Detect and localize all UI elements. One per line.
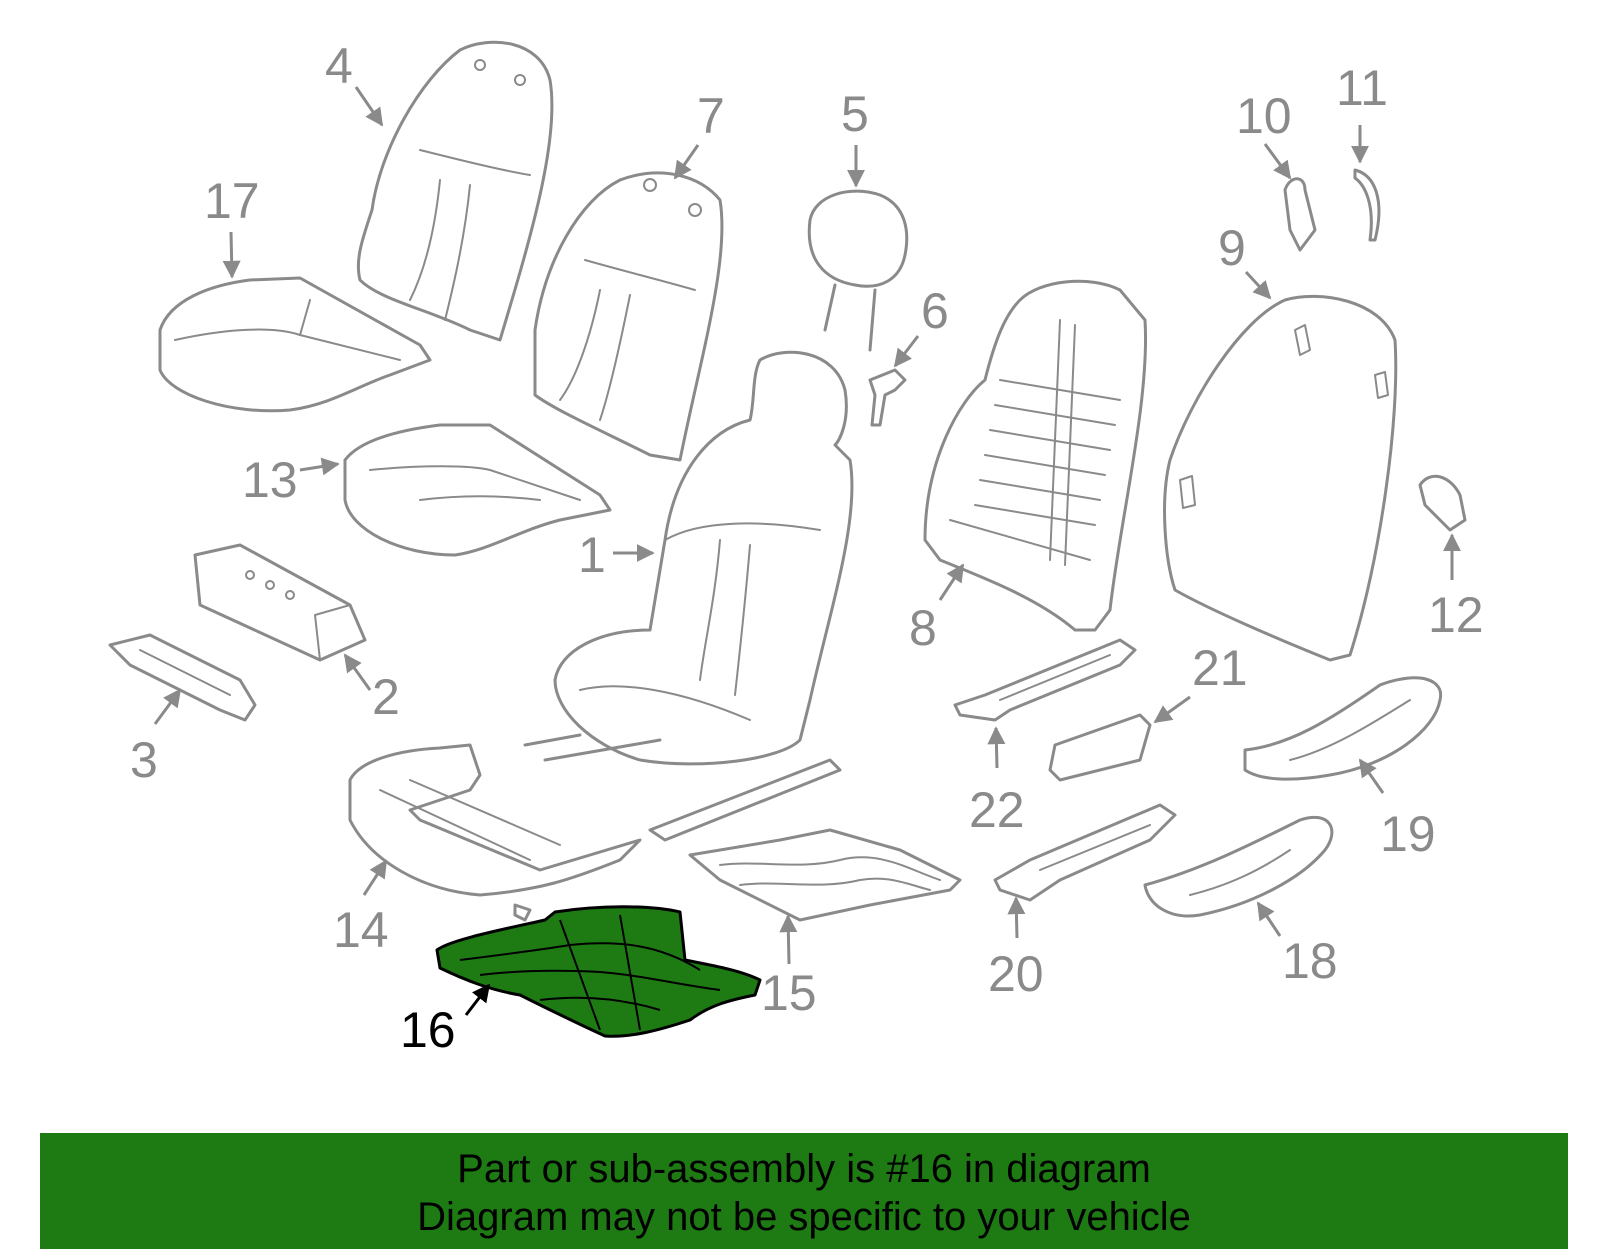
callout-21: 21 [1192, 640, 1248, 696]
part-10-trim-cap[interactable] [1283, 177, 1317, 252]
callout-20: 20 [988, 946, 1044, 1002]
callout-22: 22 [969, 782, 1025, 838]
part-22-rail-mechanism[interactable] [953, 638, 1137, 722]
callout-5: 5 [841, 86, 869, 142]
part-7-backrest-pad[interactable] [533, 171, 724, 462]
callout-2: 2 [372, 669, 400, 725]
callout-18: 18 [1282, 933, 1338, 989]
callout-labels: 1 2 3 4 5 6 7 8 9 10 11 12 13 14 15 16 1… [130, 38, 1484, 1058]
part-11-trim-strip[interactable] [1353, 168, 1381, 242]
part-9-back-panel[interactable] [1163, 294, 1398, 662]
callout-11: 11 [1336, 60, 1388, 116]
part-5-headrest[interactable] [807, 189, 909, 352]
callout-17: 17 [204, 173, 260, 229]
callout-15: 15 [761, 965, 817, 1021]
part-14-cushion-frame[interactable] [348, 743, 642, 922]
callout-6: 6 [921, 283, 949, 339]
part-18-side-cover[interactable] [1143, 815, 1334, 918]
callout-7: 7 [697, 88, 725, 144]
leader-lines [153, 86, 1461, 1016]
part-20-recliner-mechanism[interactable] [993, 803, 1177, 902]
callout-10: 10 [1236, 88, 1292, 144]
part-17-cushion-cover[interactable] [158, 276, 432, 413]
callout-9: 9 [1218, 220, 1246, 276]
banner-line-1: Part or sub-assembly is #16 in diagram [457, 1147, 1151, 1191]
part-2-control-module[interactable] [193, 543, 367, 662]
part-16-seat-heater-mat[interactable] [435, 905, 762, 1038]
part-13-cushion-pad[interactable] [343, 423, 612, 557]
info-banner: Part or sub-assembly is #16 in diagram D… [40, 1133, 1568, 1249]
part-8-backrest-frame[interactable] [923, 279, 1148, 632]
part-1-seat-assembly[interactable] [523, 350, 854, 842]
callout-19: 19 [1380, 806, 1436, 862]
part-12-bracket[interactable] [1418, 474, 1467, 532]
part-15-spring-mat[interactable] [688, 828, 962, 922]
callout-3: 3 [130, 732, 158, 788]
callout-16: 16 [400, 1002, 456, 1058]
part-21-switch-module[interactable] [1048, 713, 1152, 782]
callout-8: 8 [909, 600, 937, 656]
part-6-headrest-guide[interactable] [868, 368, 907, 427]
part-4-backrest-cover[interactable] [356, 40, 554, 342]
callout-12: 12 [1428, 587, 1484, 643]
banner-line-2: Diagram may not be specific to your vehi… [417, 1195, 1191, 1239]
callout-14: 14 [333, 902, 389, 958]
part-19-side-cover[interactable] [1243, 676, 1443, 781]
part-3-rail-trim[interactable] [108, 633, 257, 722]
callout-4: 4 [325, 38, 353, 94]
callout-1: 1 [578, 527, 606, 583]
callout-13: 13 [242, 452, 298, 508]
